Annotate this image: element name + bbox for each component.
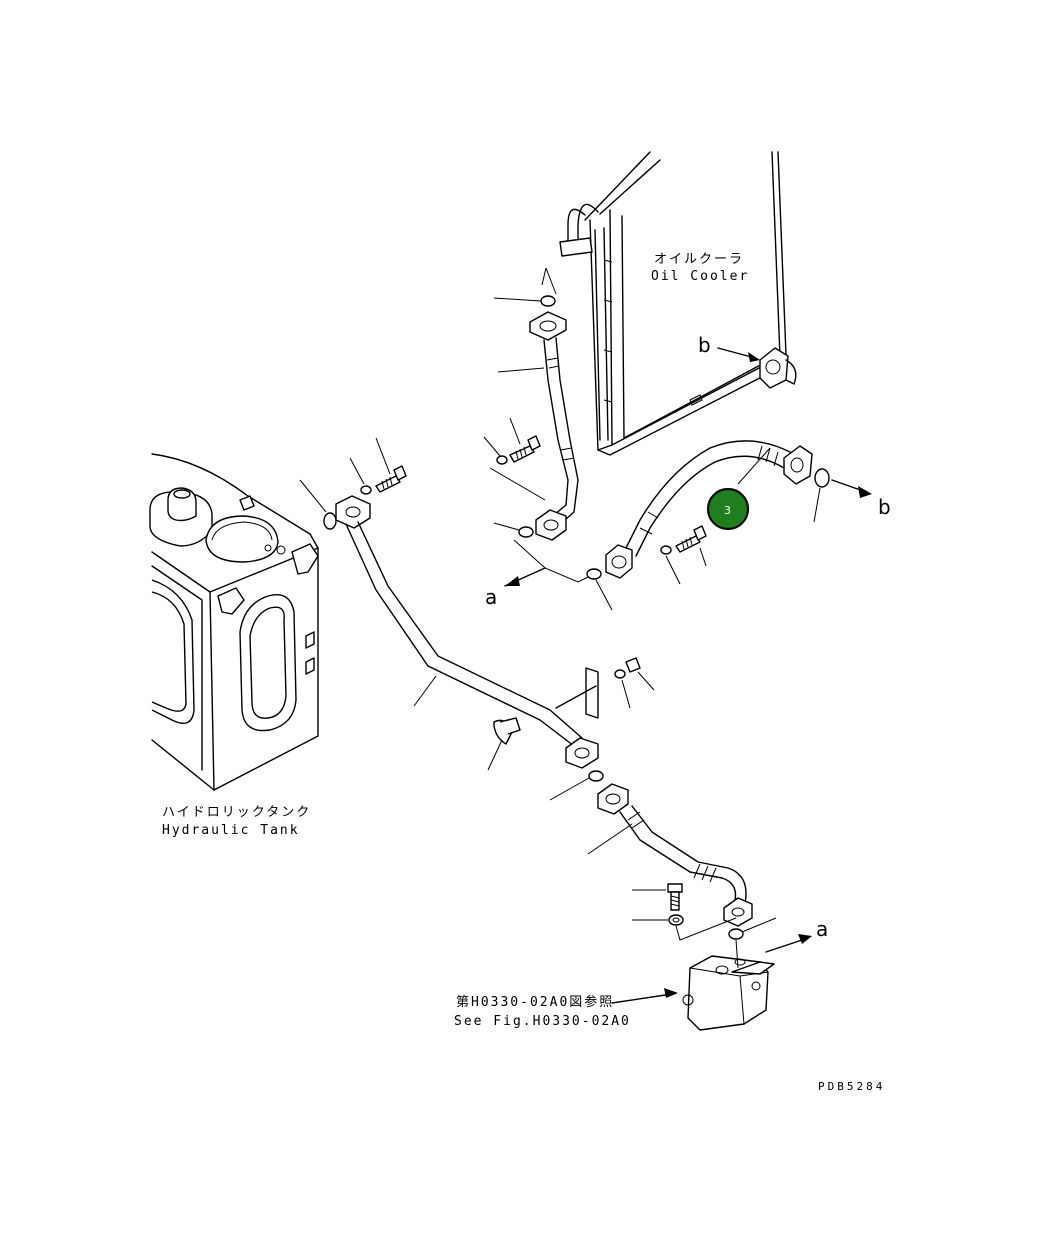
o-ring <box>586 568 602 580</box>
reference-b-right: b <box>878 495 891 519</box>
bolt-washer-set-2 <box>660 525 707 585</box>
steel-tube <box>335 495 599 769</box>
see-fig-label-jp: 第H0330-02A0図参照 <box>456 994 614 1010</box>
see-fig-leader <box>611 993 673 1004</box>
callout-badge <box>706 487 750 531</box>
drawing-code: PDB5284 <box>818 1080 885 1093</box>
oil-cooler-label-en: Oil Cooler <box>651 269 749 284</box>
bolt-washer-set-3 <box>349 437 407 495</box>
o-ring <box>323 512 337 530</box>
oil-cooler <box>559 151 797 456</box>
reference-a-left: a <box>485 585 497 609</box>
arrow-head-icon <box>798 934 812 944</box>
cooler-outlet-hose <box>529 311 579 541</box>
bolt-washer-set-4 <box>632 883 737 941</box>
reference-b-top-arrow <box>717 347 756 359</box>
see-fig-label-en: See Fig.H0330-02A0 <box>454 1014 631 1029</box>
arrow-head-icon <box>664 988 678 998</box>
bolt-washer-set-1 <box>483 417 546 501</box>
valve-block <box>682 939 775 1031</box>
o-ring <box>728 928 744 940</box>
tube-clamp <box>487 657 655 771</box>
o-ring <box>814 468 830 488</box>
reference-b-top: b <box>698 333 711 357</box>
hydraulic-tank-label-jp: ハイドロリックタンク <box>162 805 311 820</box>
reference-a-right: a <box>816 917 828 941</box>
hydraulic-tank-label-en: Hydraulic Tank <box>162 823 300 838</box>
oil-cooler-return-hose <box>605 440 813 579</box>
callout-number: 3 <box>724 504 731 517</box>
arrow-head-icon <box>748 352 760 362</box>
o-ring <box>540 295 556 307</box>
arrow-head-icon <box>858 486 872 498</box>
oil-cooler-label-jp: オイルクーラ <box>654 252 744 267</box>
o-ring <box>518 526 534 538</box>
hydraulic-tank <box>149 453 319 791</box>
callout-leader <box>737 447 771 485</box>
arrow-head-icon <box>505 576 520 586</box>
o-ring <box>588 770 604 782</box>
lower-hose <box>597 783 753 927</box>
